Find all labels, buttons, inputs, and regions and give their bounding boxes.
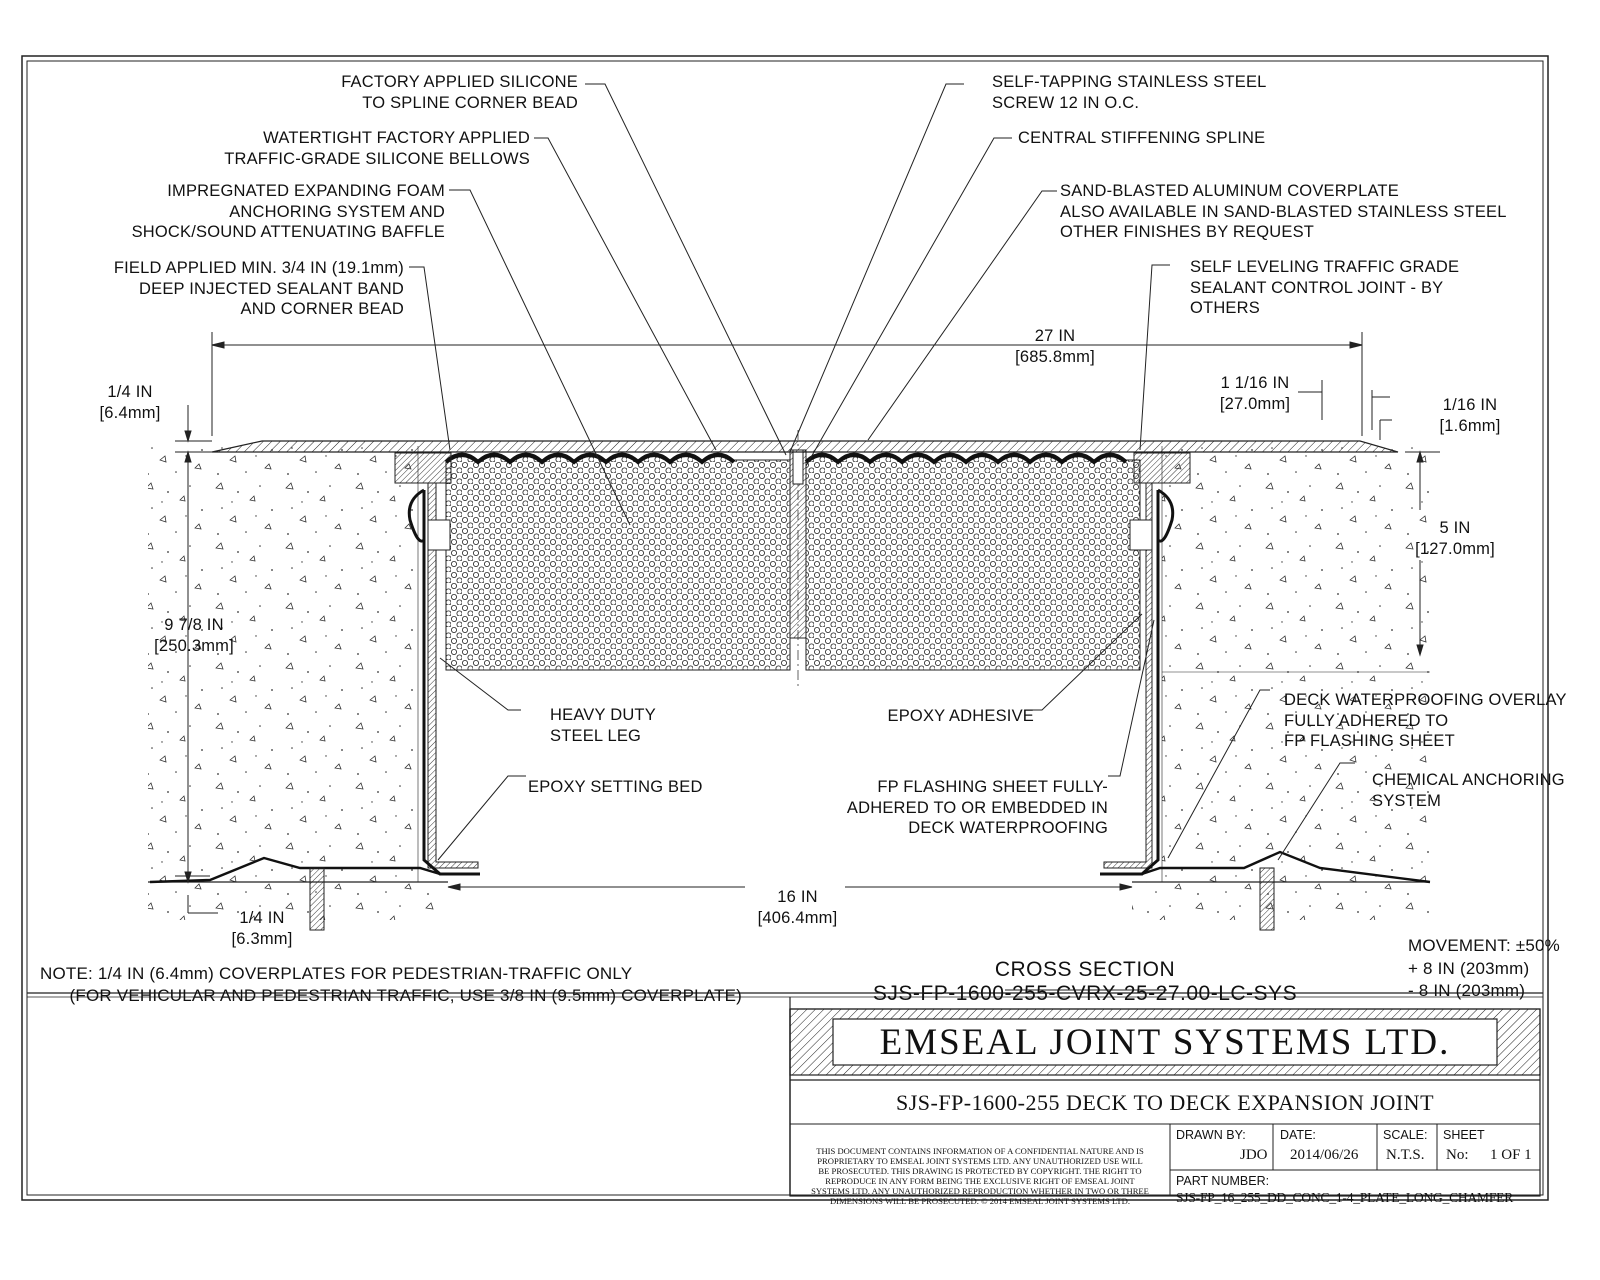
callout-screw: SELF-TAPPING STAINLESS STEEL SCREW 12 IN… <box>992 73 1267 112</box>
sheet-no-label: No: <box>1446 1147 1469 1163</box>
left-steel-leg <box>149 452 480 931</box>
dimension-lines <box>175 332 1440 914</box>
movement-spec: MOVEMENT: ±50% + 8 IN (203mm) - 8 IN (20… <box>1408 936 1560 1000</box>
dim-chamfer-1-16: 1/16 IN [1.6mm] <box>1439 396 1501 435</box>
left-concrete-deck <box>148 446 448 920</box>
dim-depth-9-7-8: 9 7/8 IN [250.3mm] <box>154 616 234 655</box>
right-concrete-deck <box>1132 446 1430 920</box>
coverplate <box>211 440 1399 453</box>
dim-overall-width: 27 IN [685.8mm] <box>1015 327 1095 366</box>
dim-gap-16: 16 IN [406.4mm] <box>757 888 838 927</box>
callout-epoxy-bed: EPOXY SETTING BED <box>528 778 703 796</box>
callout-bellows: WATERTIGHT FACTORY APPLIED TRAFFIC-GRADE… <box>224 129 530 168</box>
coverplate-note: NOTE: 1/4 IN (6.4mm) COVERPLATES FOR PED… <box>40 964 743 1005</box>
callout-factory-silicone: FACTORY APPLIED SILICONE TO SPLINE CORNE… <box>341 73 578 112</box>
callout-deck-overlay: DECK WATERPROOFING OVERLAY FULLY ADHERED… <box>1284 691 1567 750</box>
outer-border <box>21 55 1549 1201</box>
callout-epoxy-adhesive: EPOXY ADHESIVE <box>887 707 1034 725</box>
callout-control-joint: SELF LEVELING TRAFFIC GRADE SEALANT CONT… <box>1190 258 1460 317</box>
right-steel-leg <box>1100 452 1431 931</box>
section-code: SJS-FP-1600-255-CVRX-25-27.00-LC-SYS <box>872 982 1298 1005</box>
drawing-title: SJS-FP-1600-255 DECK TO DECK EXPANSION J… <box>895 1090 1435 1115</box>
date-value: 2014/06/26 <box>1290 1147 1359 1163</box>
dim-bed-1-4: 1/4 IN [6.3mm] <box>231 909 293 948</box>
leader-lines <box>409 83 1355 861</box>
title-block <box>789 1008 1541 1197</box>
scale-label: SCALE: <box>1383 1128 1428 1142</box>
callout-foam-baffle: IMPREGNATED EXPANDING FOAM ANCHORING SYS… <box>131 182 445 241</box>
sheet-label: SHEET <box>1443 1128 1485 1142</box>
sheet-value: 1 OF 1 <box>1490 1147 1532 1163</box>
callout-spline: CENTRAL STIFFENING SPLINE <box>1018 129 1266 147</box>
part-number-label: PART NUMBER: <box>1176 1174 1270 1188</box>
date-label: DATE: <box>1280 1128 1316 1142</box>
confidential-notice: THIS DOCUMENT CONTAINS INFORMATION OF A … <box>811 1146 1149 1206</box>
section-title: CROSS SECTION <box>994 958 1176 981</box>
inner-border <box>26 60 1544 1196</box>
drawn-by-value: JDO <box>1240 1147 1268 1163</box>
drawn-by-label: DRAWN BY: <box>1176 1128 1246 1142</box>
dim-depth-5: 5 IN [127.0mm] <box>1415 519 1495 558</box>
callout-coverplate: SAND-BLASTED ALUMINUM COVERPLATE ALSO AV… <box>1060 182 1507 241</box>
dim-edge-1-16: 1 1/16 IN [27.0mm] <box>1219 374 1291 413</box>
central-spline <box>789 430 807 690</box>
callout-steel-leg: HEAVY DUTY STEEL LEG <box>550 706 656 745</box>
foam-baffle <box>444 452 1141 671</box>
scale-value: N.T.S. <box>1386 1147 1425 1163</box>
company-name: EMSEAL JOINT SYSTEMS LTD. <box>879 1022 1451 1063</box>
callout-fp-sheet: FP FLASHING SHEET FULLY- ADHERED TO OR E… <box>846 778 1108 837</box>
dim-plate-thickness: 1/4 IN [6.4mm] <box>99 383 161 422</box>
part-number-value: SJS-FP_16_255_DD_CONC_1-4_PLATE_LONG_CHA… <box>1176 1190 1513 1205</box>
callout-field-sealant: FIELD APPLIED MIN. 3/4 IN (19.1mm) DEEP … <box>113 259 404 318</box>
callout-chem-anchor: CHEMICAL ANCHORING SYSTEM <box>1372 771 1565 810</box>
